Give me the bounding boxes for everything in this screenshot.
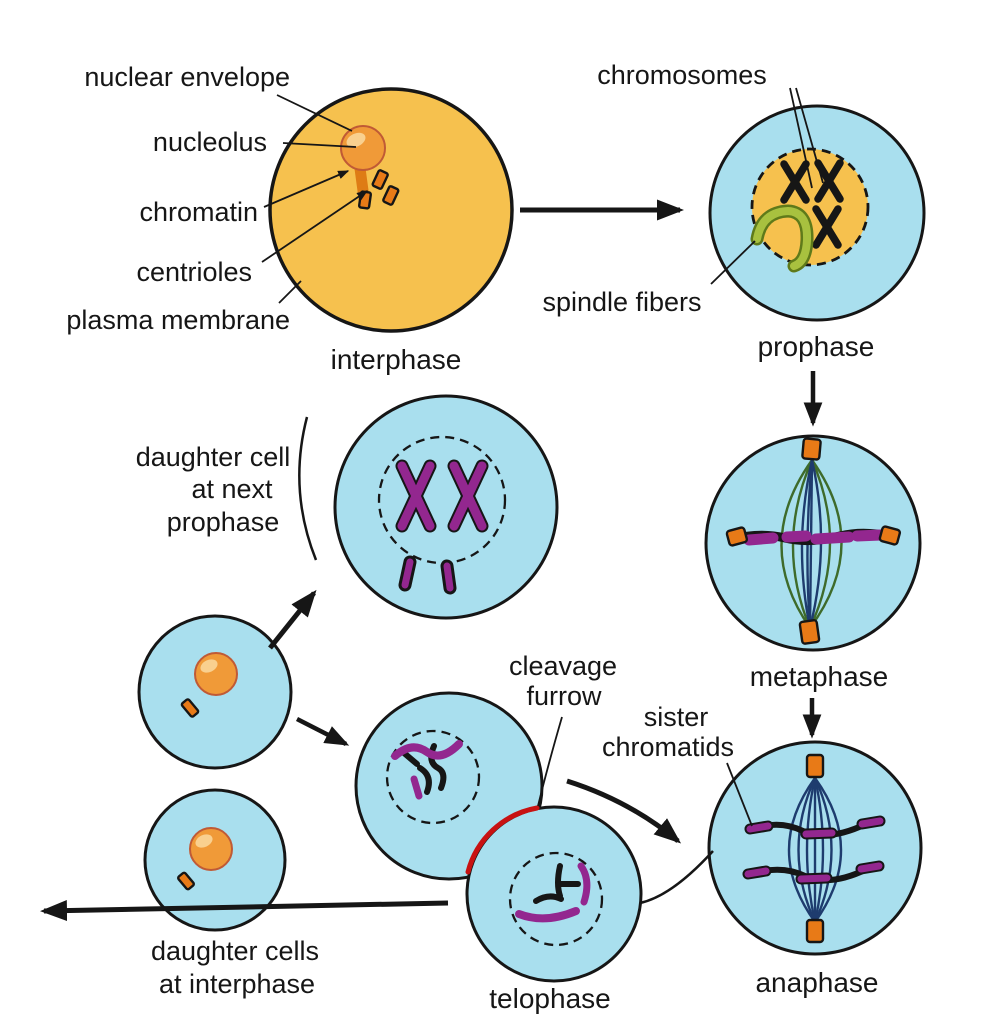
arrow-daughter-to-next-prophase — [268, 589, 317, 650]
label-centrioles: centrioles — [136, 257, 252, 287]
daughter-chromosomes — [397, 461, 487, 592]
label-daughter-cells: daughter cells — [151, 936, 319, 966]
label-chromatids: chromatids — [602, 732, 734, 762]
anaphase-cell — [707, 740, 923, 956]
label-next-prophase: prophase — [167, 507, 280, 537]
nuclear-envelope-pointer-line — [276, 94, 353, 132]
label-prophase: prophase — [758, 331, 875, 362]
metaphase-cell — [704, 434, 922, 652]
daughter-cell-next-prophase — [333, 394, 559, 620]
prophase-nucleus — [750, 147, 870, 267]
chromosomes-pointer-line-1 — [789, 87, 813, 189]
anaphase-centriole-top — [805, 753, 825, 779]
cleavage-furrow-arc — [465, 805, 540, 875]
chromatin-pointer-arrow — [263, 170, 350, 208]
label-telophase: telophase — [489, 983, 610, 1014]
arrow-daughter-to-telophase — [295, 716, 350, 747]
label-spindle-fibers: spindle fibers — [542, 287, 701, 317]
daughter-top-nucleus — [194, 652, 238, 696]
label-nuclear-envelope: nuclear envelope — [84, 62, 290, 92]
telophase-nucleus-top — [385, 729, 481, 825]
telophase-nucleus-bottom — [508, 851, 604, 947]
plasma-membrane-shape — [268, 87, 514, 333]
metaphase-centriole-top — [801, 437, 822, 461]
daughter-top-centriole — [180, 698, 200, 718]
telophase-chromosomes-top — [391, 740, 463, 800]
label-chromosomes: chromosomes — [597, 60, 767, 90]
label-nucleolus: nucleolus — [153, 127, 267, 157]
centrioles-pointer-arrow — [261, 190, 369, 263]
label-interphase: interphase — [331, 344, 462, 375]
label-metaphase: metaphase — [750, 661, 889, 692]
label-chromatin: chromatin — [139, 197, 258, 227]
label-at-next: at next — [191, 474, 273, 504]
arrow-curved-telophase-anaphase — [566, 778, 682, 844]
anaphase-spindle-fibers — [787, 777, 843, 923]
daughter-top-nucleus-highlight — [200, 659, 218, 673]
chromatin-rod — [357, 190, 373, 210]
arrow-telophase-to-daughter-cells — [40, 900, 449, 922]
daughter-prophase-membrane — [333, 394, 559, 620]
daughter-cell-interphase-top — [137, 614, 293, 770]
kinetochore-tip-left — [725, 526, 749, 547]
daughter-bottom-nucleus — [189, 827, 233, 871]
daughter-cell-interphase-bottom — [143, 788, 287, 932]
curve-anaphase-to-telophase — [639, 850, 714, 905]
label-plasma-membrane: plasma membrane — [66, 305, 290, 335]
sister-chromatids-pointer-line — [726, 762, 753, 827]
label-sister: sister — [644, 702, 709, 732]
nucleolus-shape — [340, 125, 386, 171]
label-daughter-cell: daughter cell — [136, 442, 291, 472]
anaphase-centriole-bottom — [805, 918, 825, 944]
kinetochore-tip-right — [878, 525, 902, 546]
chromosomes-pointer-line-2 — [795, 87, 824, 184]
label-cleavage: cleavage — [509, 651, 617, 681]
cleavage-furrow-pointer-line — [537, 716, 563, 807]
label-furrow: furrow — [526, 681, 602, 711]
nucleolus-highlight — [346, 132, 366, 148]
metaphase-chromosomes — [743, 529, 887, 546]
metaphase-centriole-bottom — [798, 619, 821, 645]
nucleolus-pointer-line — [282, 142, 357, 148]
spindle-fiber-arc — [753, 206, 812, 270]
prophase-chromosomes-x — [780, 159, 844, 249]
telophase-chromosomes-bottom — [515, 862, 591, 923]
telophase-cells — [354, 691, 643, 983]
chromatid-caps — [744, 817, 884, 883]
label-at-interphase: at interphase — [159, 969, 315, 999]
interphase-cell — [268, 87, 514, 333]
plasma-membrane-pointer-line — [278, 280, 302, 304]
centriole-rod-2 — [382, 185, 400, 206]
daughter-label-bracket — [298, 416, 318, 561]
label-anaphase: anaphase — [755, 967, 878, 998]
daughter-bottom-centriole — [177, 871, 195, 891]
daughter-bottom-nucleus-highlight — [195, 834, 213, 848]
spindle-fibers-pointer-line — [710, 240, 756, 285]
centriole-rod-1 — [371, 169, 389, 190]
prophase-cell — [708, 104, 926, 322]
